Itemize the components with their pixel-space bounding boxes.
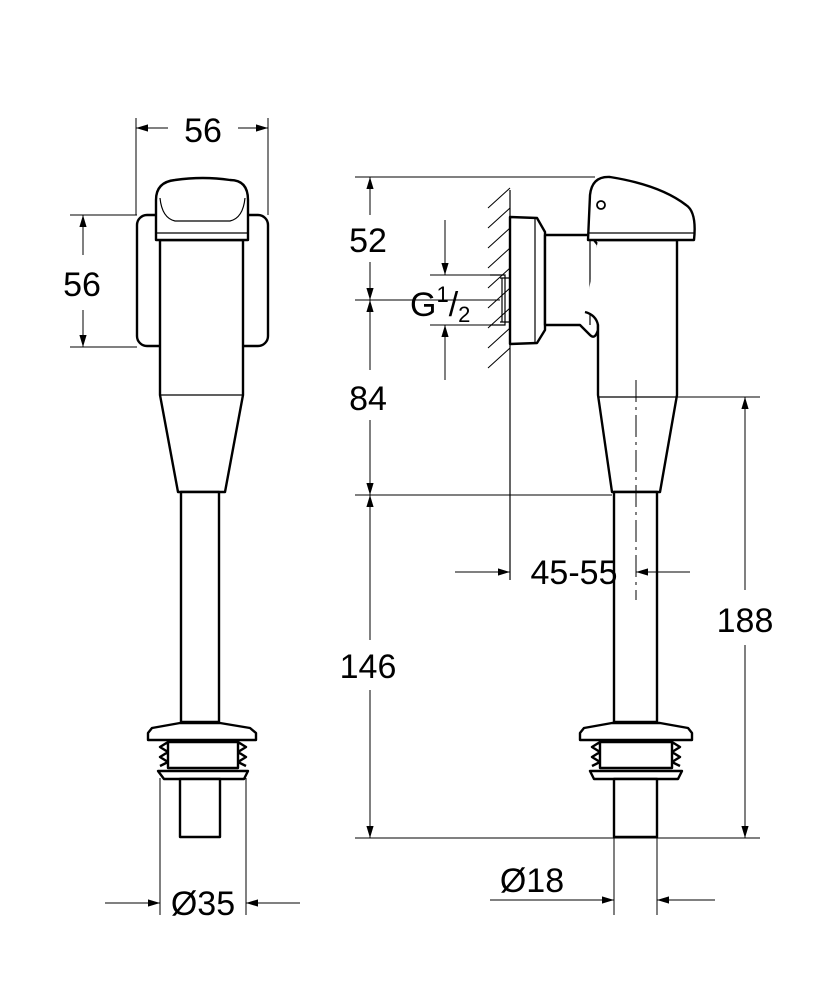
dim-outlet-diameter: Ø35 — [171, 885, 235, 923]
dim-body-to-outlet: 146 — [340, 648, 397, 686]
wall-hatching — [487, 187, 511, 580]
dim-inlet-thread: G1/2 — [410, 282, 470, 327]
side-valve-body — [584, 238, 679, 494]
side-view — [490, 175, 696, 839]
dim-top-to-inlet: 52 — [349, 222, 387, 260]
dim-total-pipe: 188 — [717, 602, 774, 640]
pipe-thread — [158, 740, 248, 770]
pipe-flange — [146, 721, 258, 742]
dim-front-height: 56 — [63, 266, 101, 304]
front-view — [135, 176, 270, 839]
side-push-button — [586, 175, 696, 242]
dim-pipe-diameter: Ø18 — [500, 862, 564, 900]
flush-pipe — [179, 490, 221, 724]
outlet-spigot — [178, 777, 222, 839]
dim-inlet-to-body: 84 — [349, 380, 387, 418]
escutcheon — [508, 215, 547, 346]
push-button — [154, 176, 250, 242]
dim-wall-to-axis: 45-55 — [531, 554, 618, 592]
dim-front-width: 56 — [184, 112, 222, 150]
front-dimensions: 56 56 Ø35 — [63, 112, 300, 923]
valve-body — [158, 238, 245, 494]
side-dimensions: 52 84 146 G1/2 45-55 188 Ø18 — [340, 176, 774, 915]
